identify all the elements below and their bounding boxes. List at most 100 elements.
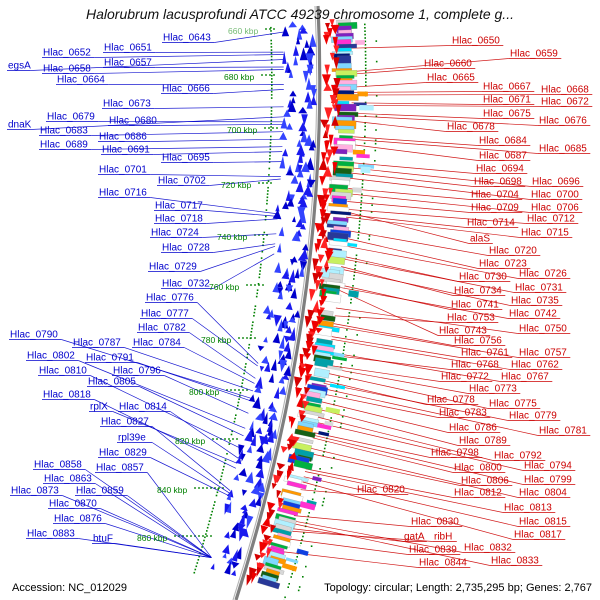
- annotation-block[interactable]: [348, 290, 359, 298]
- gene-label[interactable]: Hlac_0784: [133, 338, 181, 349]
- gene-arrow[interactable]: [210, 563, 216, 570]
- gene-arrow[interactable]: [306, 64, 314, 76]
- gene-arrow[interactable]: [329, 19, 335, 27]
- gene-arrow[interactable]: [223, 531, 232, 539]
- gene-arrow[interactable]: [323, 212, 331, 225]
- annotation-block[interactable]: [330, 210, 352, 216]
- gene-label[interactable]: Hlac_0782: [138, 323, 186, 334]
- gene-arrow[interactable]: [310, 88, 317, 99]
- gene-arrow[interactable]: [297, 366, 307, 379]
- gene-label[interactable]: Hlac_0792: [494, 451, 542, 462]
- gene-arrow[interactable]: [293, 310, 301, 318]
- gene-arrow[interactable]: [273, 386, 282, 399]
- annotation-block[interactable]: [296, 548, 309, 556]
- annotation-block[interactable]: [352, 187, 363, 193]
- gene-label[interactable]: Hlac_0799: [524, 475, 572, 486]
- gene-arrow[interactable]: [310, 95, 317, 106]
- gene-arrow[interactable]: [296, 139, 302, 147]
- gene-arrow[interactable]: [298, 24, 307, 31]
- gene-arrow[interactable]: [324, 140, 330, 154]
- gene-label[interactable]: ribH: [434, 532, 452, 543]
- gene-arrow[interactable]: [230, 569, 238, 577]
- gene-arrow[interactable]: [306, 373, 313, 382]
- gene-arrow[interactable]: [222, 503, 231, 515]
- gene-arrow[interactable]: [248, 394, 257, 403]
- gene-arrow[interactable]: [329, 52, 335, 61]
- gene-label[interactable]: btuF: [93, 534, 113, 545]
- gene-arrow[interactable]: [298, 263, 306, 278]
- gene-arrow[interactable]: [290, 313, 296, 321]
- gene-arrow[interactable]: [308, 143, 315, 151]
- gene-arrow[interactable]: [275, 462, 286, 471]
- gene-label[interactable]: Hlac_0779: [509, 411, 557, 422]
- gene-arrow[interactable]: [254, 495, 264, 507]
- gene-arrow[interactable]: [284, 347, 294, 360]
- gene-arrow[interactable]: [315, 315, 325, 325]
- gene-arrow[interactable]: [320, 217, 327, 227]
- gene-arrow[interactable]: [298, 106, 308, 114]
- annotation-block[interactable]: [257, 577, 281, 590]
- gene-label[interactable]: Hlac_0775: [489, 399, 537, 410]
- gene-arrow[interactable]: [275, 204, 280, 212]
- gene-arrow[interactable]: [264, 361, 272, 373]
- gene-arrow[interactable]: [254, 376, 265, 389]
- gene-arrow[interactable]: [333, 45, 340, 55]
- gene-arrow[interactable]: [278, 385, 288, 396]
- annotation-block[interactable]: [355, 39, 365, 46]
- gene-arrow[interactable]: [282, 50, 287, 64]
- gene-label[interactable]: Hlac_0742: [509, 309, 557, 320]
- gene-arrow[interactable]: [255, 454, 266, 470]
- gene-arrow[interactable]: [311, 258, 320, 272]
- gene-label[interactable]: Hlac_0791: [86, 353, 134, 364]
- gene-label[interactable]: Hlac_0757: [519, 348, 567, 359]
- gene-label[interactable]: Hlac_0818: [43, 390, 91, 401]
- gene-arrow[interactable]: [250, 483, 263, 496]
- gene-label[interactable]: Hlac_0718: [155, 214, 203, 225]
- gene-arrow[interactable]: [295, 180, 305, 193]
- gene-arrow[interactable]: [285, 325, 293, 334]
- gene-arrow[interactable]: [287, 101, 297, 113]
- gene-arrow[interactable]: [272, 282, 280, 293]
- gene-arrow[interactable]: [296, 168, 304, 178]
- gene-arrow[interactable]: [319, 279, 325, 287]
- gene-arrow[interactable]: [288, 451, 299, 461]
- gene-arrow[interactable]: [285, 284, 294, 294]
- gene-arrow[interactable]: [304, 91, 312, 103]
- annotation-block[interactable]: [313, 367, 330, 379]
- gene-arrow[interactable]: [300, 131, 308, 143]
- gene-label[interactable]: Hlac_0683: [40, 126, 88, 137]
- gene-label[interactable]: Hlac_0812: [454, 488, 502, 499]
- gene-arrow[interactable]: [314, 222, 323, 233]
- gene-label[interactable]: Hlac_0673: [103, 99, 151, 110]
- gene-label[interactable]: Hlac_0796: [113, 366, 161, 377]
- gene-arrow[interactable]: [301, 400, 310, 409]
- gene-label[interactable]: Hlac_0685: [539, 144, 587, 155]
- gene-arrow[interactable]: [296, 28, 303, 40]
- gene-label[interactable]: Hlac_0844: [419, 558, 467, 569]
- gene-arrow[interactable]: [296, 206, 306, 220]
- annotation-block[interactable]: [325, 406, 341, 415]
- gene-arrow[interactable]: [301, 347, 311, 358]
- gene-arrow[interactable]: [326, 149, 334, 160]
- gene-label[interactable]: Hlac_0660: [424, 59, 472, 70]
- gene-arrow[interactable]: [286, 123, 293, 130]
- gene-label[interactable]: Hlac_0731: [515, 283, 563, 294]
- gene-arrow[interactable]: [240, 453, 246, 462]
- gene-label[interactable]: Hlac_0676: [539, 116, 587, 127]
- gene-label[interactable]: Hlac_0684: [479, 136, 527, 147]
- gene-arrow[interactable]: [323, 259, 329, 268]
- gene-label[interactable]: Hlac_0789: [459, 436, 507, 447]
- gene-arrow[interactable]: [244, 428, 255, 443]
- gene-arrow[interactable]: [298, 353, 305, 364]
- gene-label[interactable]: Hlac_0830: [411, 517, 459, 528]
- gene-arrow[interactable]: [331, 115, 339, 126]
- gene-arrow[interactable]: [236, 527, 247, 542]
- gene-arrow[interactable]: [331, 104, 337, 110]
- gene-arrow[interactable]: [324, 250, 334, 262]
- gene-arrow[interactable]: [324, 266, 330, 273]
- reverse-strand-track[interactable]: [244, 19, 342, 587]
- gene-arrow[interactable]: [311, 272, 320, 285]
- gene-label[interactable]: Hlac_0650: [452, 36, 500, 47]
- gene-label[interactable]: Hlac_0689: [40, 140, 88, 151]
